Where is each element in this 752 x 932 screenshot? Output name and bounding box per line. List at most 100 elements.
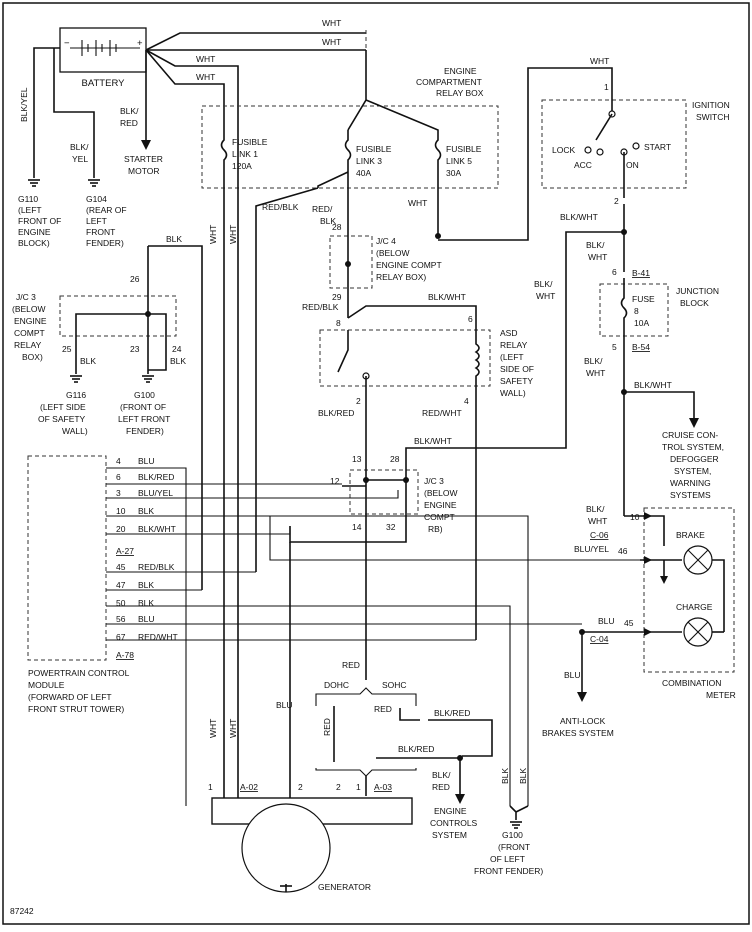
svg-text:1: 1 bbox=[356, 782, 361, 792]
svg-text:FUSE: FUSE bbox=[632, 294, 655, 304]
svg-text:A-02: A-02 bbox=[240, 782, 258, 792]
generator bbox=[241, 803, 331, 893]
svg-text:FUSIBLE: FUSIBLE bbox=[232, 137, 268, 147]
svg-text:BRAKE: BRAKE bbox=[676, 530, 705, 540]
svg-text:RED: RED bbox=[120, 118, 138, 128]
svg-text:(BELOW: (BELOW bbox=[424, 488, 458, 498]
wire-cruise bbox=[624, 391, 695, 420]
svg-text:WHT: WHT bbox=[588, 516, 607, 526]
svg-text:J/C 4: J/C 4 bbox=[376, 236, 396, 246]
pcm-pin-wire-color: BLU/YEL bbox=[138, 488, 173, 498]
meter-connectors bbox=[644, 512, 652, 636]
svg-text:6: 6 bbox=[468, 314, 473, 324]
svg-text:(BELOW: (BELOW bbox=[12, 304, 46, 314]
wire-label-blk-yel-g104-1: BLK/ bbox=[70, 142, 89, 152]
svg-text:RED: RED bbox=[342, 660, 360, 670]
ground-g104: G104 (REAR OF LEFT FRONT FENDER) bbox=[86, 179, 127, 248]
svg-text:(FRONT OF: (FRONT OF bbox=[120, 402, 166, 412]
svg-text:FENDER): FENDER) bbox=[86, 238, 124, 248]
svg-text:DOHC: DOHC bbox=[324, 680, 349, 690]
pcm-pin-wire-color: BLK bbox=[138, 580, 154, 590]
svg-text:LINK 3: LINK 3 bbox=[356, 156, 382, 166]
ground-g100-right: G100 (FRONT OF LEFT FRONT FENDER) bbox=[474, 821, 543, 876]
svg-text:COMBINATION: COMBINATION bbox=[662, 678, 721, 688]
wire-blk-wht-jc3 bbox=[405, 231, 624, 460]
pcm-pin-wire-color: RED/BLK bbox=[138, 562, 175, 572]
svg-text:LEFT FRONT: LEFT FRONT bbox=[118, 414, 170, 424]
svg-text:FRONT FENDER): FRONT FENDER) bbox=[474, 866, 543, 876]
svg-text:32: 32 bbox=[386, 522, 396, 532]
svg-text:5: 5 bbox=[612, 342, 617, 352]
svg-text:BLK/WHT: BLK/WHT bbox=[560, 212, 598, 222]
svg-text:26: 26 bbox=[130, 274, 140, 284]
svg-text:BLOCK): BLOCK) bbox=[18, 238, 50, 248]
svg-text:SYSTEM: SYSTEM bbox=[432, 830, 467, 840]
battery-body bbox=[59, 27, 147, 73]
fusible-link-1: FUSIBLE LINK 1 120A bbox=[220, 120, 268, 190]
svg-text:1: 1 bbox=[208, 782, 213, 792]
wire-label-wht-ign: WHT bbox=[590, 56, 609, 66]
svg-text:BLK/: BLK/ bbox=[584, 356, 603, 366]
svg-text:13: 13 bbox=[352, 454, 362, 464]
svg-text:A-03: A-03 bbox=[374, 782, 392, 792]
svg-text:28: 28 bbox=[390, 454, 400, 464]
svg-text:(LEFT: (LEFT bbox=[500, 352, 524, 362]
svg-text:COMPT: COMPT bbox=[14, 328, 45, 338]
svg-text:14: 14 bbox=[352, 522, 362, 532]
svg-text:METER: METER bbox=[706, 690, 736, 700]
figure-id: 87242 bbox=[10, 906, 34, 916]
svg-text:(LEFT SIDE: (LEFT SIDE bbox=[40, 402, 86, 412]
svg-text:120A: 120A bbox=[232, 161, 252, 171]
svg-text:6: 6 bbox=[612, 267, 617, 277]
svg-text:OF LEFT: OF LEFT bbox=[490, 854, 525, 864]
battery-label: BATTERY bbox=[82, 78, 126, 89]
pcm-pin-number: 3 bbox=[116, 488, 121, 498]
svg-text:OF SAFETY: OF SAFETY bbox=[38, 414, 86, 424]
svg-text:ASD: ASD bbox=[500, 328, 517, 338]
svg-text:WHT: WHT bbox=[408, 198, 427, 208]
svg-text:FRONT OF: FRONT OF bbox=[18, 216, 61, 226]
engine-compartment-relay-box bbox=[201, 105, 499, 189]
svg-text:ENGINE: ENGINE bbox=[14, 316, 47, 326]
svg-text:FENDER): FENDER) bbox=[126, 426, 164, 436]
svg-text:BLK/WHT: BLK/WHT bbox=[634, 380, 672, 390]
pcm-pin-number: 47 bbox=[116, 580, 126, 590]
svg-text:BLU: BLU bbox=[564, 670, 581, 680]
svg-text:ANTI-LOCK: ANTI-LOCK bbox=[560, 716, 606, 726]
pcm-pin-number: 67 bbox=[116, 632, 126, 642]
svg-text:BLK/WHT: BLK/WHT bbox=[428, 292, 466, 302]
jc3-left bbox=[59, 295, 177, 337]
ign-pos-start bbox=[632, 142, 640, 150]
pcm-pin-wire-color: BLK bbox=[138, 598, 154, 608]
svg-text:COMPARTMENT: COMPARTMENT bbox=[416, 77, 482, 87]
svg-text:RELAY BOX): RELAY BOX) bbox=[376, 272, 426, 282]
svg-text:ON: ON bbox=[626, 160, 639, 170]
svg-text:JUNCTION: JUNCTION bbox=[676, 286, 719, 296]
svg-text:BOX): BOX) bbox=[22, 352, 43, 362]
pcm-pin-number: 56 bbox=[116, 614, 126, 624]
svg-text:FRONT STRUT TOWER): FRONT STRUT TOWER) bbox=[28, 704, 124, 714]
combination-meter bbox=[643, 507, 735, 673]
svg-text:SAFETY: SAFETY bbox=[500, 376, 533, 386]
powertrain-control-module bbox=[27, 455, 107, 661]
battery-minus: − bbox=[64, 38, 70, 49]
pcm-pin-number: 6 bbox=[116, 472, 121, 482]
svg-text:BRAKES SYSTEM: BRAKES SYSTEM bbox=[542, 728, 614, 738]
svg-text:8: 8 bbox=[336, 318, 341, 328]
svg-text:BLK: BLK bbox=[320, 216, 336, 226]
svg-text:BLK/RED: BLK/RED bbox=[434, 708, 470, 718]
wire-label-blk-yel-g104-2: YEL bbox=[72, 154, 88, 164]
svg-text:24: 24 bbox=[172, 344, 182, 354]
svg-text:J/C 3: J/C 3 bbox=[16, 292, 36, 302]
svg-text:G104: G104 bbox=[86, 194, 107, 204]
svg-text:BLK: BLK bbox=[80, 356, 96, 366]
svg-text:LINK 5: LINK 5 bbox=[446, 156, 472, 166]
svg-text:BLK/WHT: BLK/WHT bbox=[414, 436, 452, 446]
pcm-pin-wire-color: BLK bbox=[138, 506, 154, 516]
wire-wht-top1 bbox=[145, 32, 366, 51]
svg-text:SOHC: SOHC bbox=[382, 680, 407, 690]
svg-text:RED: RED bbox=[374, 704, 392, 714]
svg-text:LOCK: LOCK bbox=[552, 145, 575, 155]
ground-g100-left: G100 (FRONT OF LEFT FRONT FENDER) bbox=[118, 375, 170, 436]
